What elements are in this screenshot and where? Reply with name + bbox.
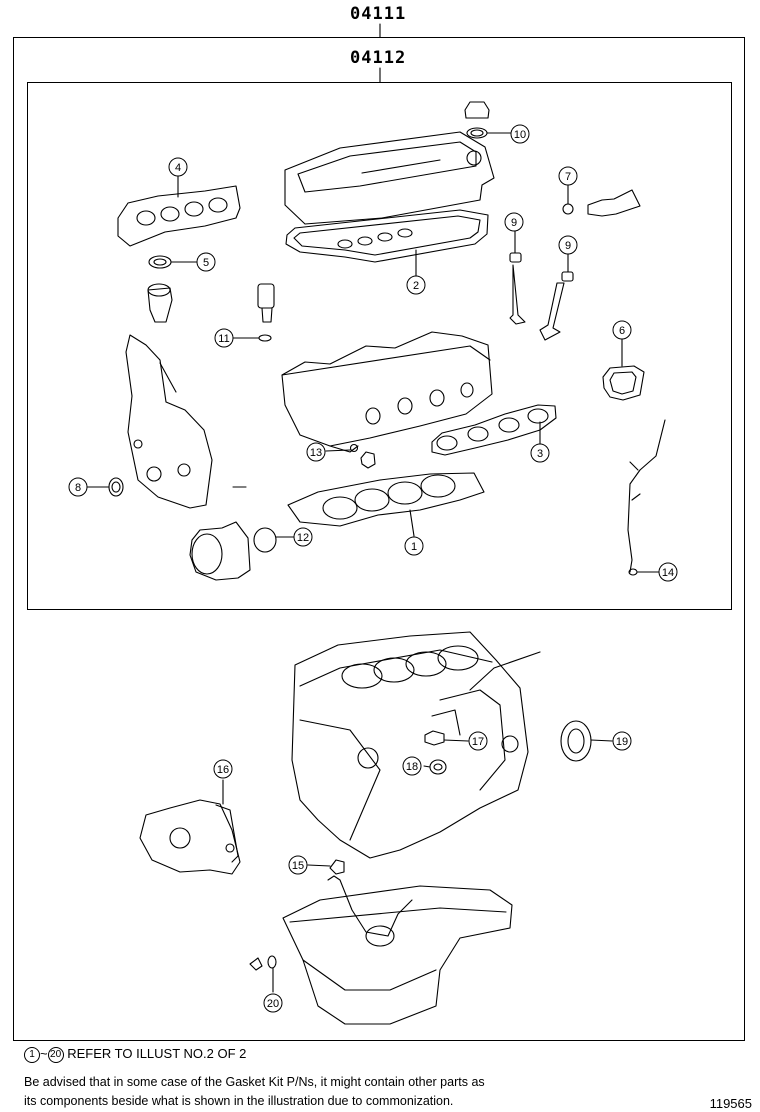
drain-plug-gasket bbox=[249, 955, 277, 993]
timing-chain-cover bbox=[125, 334, 213, 509]
svg-text:5: 5 bbox=[203, 257, 209, 269]
oil-strainer-gasket bbox=[307, 859, 413, 937]
refer-text: REFER TO ILLUST NO.2 OF 2 bbox=[67, 1046, 247, 1061]
oil-pump-assembly bbox=[139, 779, 241, 875]
svg-text:12: 12 bbox=[297, 532, 309, 544]
advisory-note: Be advised that in some case of the Gask… bbox=[24, 1073, 664, 1111]
svg-text:16: 16 bbox=[217, 764, 229, 776]
water-pump bbox=[189, 521, 295, 581]
exhaust-manifold-gasket bbox=[117, 174, 241, 247]
callout-2[interactable]: 2 bbox=[406, 275, 426, 295]
callout-9a[interactable]: 9 bbox=[504, 212, 524, 232]
range-start-badge: 1 bbox=[24, 1046, 40, 1063]
svg-text:11: 11 bbox=[218, 333, 229, 345]
svg-text:9: 9 bbox=[511, 217, 517, 229]
crank-rear-oil-seal bbox=[560, 720, 613, 762]
svg-text:13: 13 bbox=[310, 447, 322, 459]
svg-text:10: 10 bbox=[514, 129, 526, 141]
callout-16[interactable]: 16 bbox=[213, 759, 233, 779]
head-cover-gasket bbox=[285, 209, 489, 277]
svg-text:2: 2 bbox=[413, 280, 419, 292]
svg-text:18: 18 bbox=[406, 761, 418, 773]
oil-filler-cap bbox=[464, 101, 512, 139]
cylinder-block bbox=[291, 631, 541, 859]
callout-19[interactable]: 19 bbox=[612, 731, 632, 751]
plug-and-gasket bbox=[325, 443, 376, 469]
callout-20[interactable]: 20 bbox=[263, 993, 283, 1013]
callout-18[interactable]: 18 bbox=[402, 756, 422, 776]
callout-17[interactable]: 17 bbox=[468, 731, 488, 751]
callout-10[interactable]: 10 bbox=[510, 124, 530, 144]
callout-12[interactable]: 12 bbox=[293, 527, 313, 547]
svg-text:3: 3 bbox=[537, 448, 543, 460]
svg-text:14: 14 bbox=[662, 567, 674, 579]
svg-text:7: 7 bbox=[565, 171, 571, 183]
callout-13[interactable]: 13 bbox=[306, 442, 326, 462]
callout-8[interactable]: 8 bbox=[68, 477, 88, 497]
fuel-injector bbox=[562, 184, 641, 217]
outer-kit-frame bbox=[13, 37, 745, 1041]
callout-14[interactable]: 14 bbox=[658, 562, 678, 582]
crank-front-oil-seal bbox=[86, 477, 124, 497]
svg-text:15: 15 bbox=[292, 860, 304, 872]
oil-seal-and-pipe bbox=[147, 255, 198, 323]
advisory-line-1: Be advised that in some case of the Gask… bbox=[24, 1075, 485, 1089]
oil-level-gauge bbox=[627, 419, 666, 576]
svg-text:17: 17 bbox=[472, 736, 484, 748]
cylinder-head-gasket bbox=[287, 472, 485, 537]
range-end-badge: 20 bbox=[47, 1046, 64, 1063]
block-small-gaskets bbox=[423, 730, 469, 775]
range-tilde: ~ bbox=[40, 1046, 48, 1061]
svg-text:1: 1 bbox=[411, 541, 417, 553]
cylinder-head bbox=[281, 331, 493, 453]
refer-note: 1~20 REFER TO ILLUST NO.2 OF 2 bbox=[24, 1046, 246, 1063]
svg-text:4: 4 bbox=[175, 162, 181, 174]
svg-text:6: 6 bbox=[619, 325, 625, 337]
callout-4[interactable]: 4 bbox=[168, 157, 188, 177]
callout-7[interactable]: 7 bbox=[558, 166, 578, 186]
inner-kit-frame bbox=[27, 82, 732, 610]
svg-text:20: 20 bbox=[267, 998, 279, 1010]
callout-5[interactable]: 5 bbox=[196, 252, 216, 272]
svg-text:19: 19 bbox=[616, 736, 628, 748]
callout-11[interactable]: 11 bbox=[214, 328, 234, 348]
callout-9b[interactable]: 9 bbox=[558, 235, 578, 255]
oil-pan bbox=[282, 885, 513, 1025]
cylinder-head-cover bbox=[284, 131, 495, 225]
water-outlet-gasket bbox=[602, 338, 645, 401]
callout-1[interactable]: 1 bbox=[404, 536, 424, 556]
valve-stem-seals bbox=[509, 228, 574, 341]
svg-text:9: 9 bbox=[565, 240, 571, 252]
sub-kit-code-label: 04112 bbox=[350, 48, 407, 68]
intake-manifold-gasket bbox=[431, 404, 557, 456]
callout-15[interactable]: 15 bbox=[288, 855, 308, 875]
callout-6[interactable]: 6 bbox=[612, 320, 632, 340]
illustration-number: 119565 bbox=[709, 1096, 752, 1111]
callout-3[interactable]: 3 bbox=[530, 443, 550, 463]
svg-text:8: 8 bbox=[75, 482, 81, 494]
advisory-line-2: its components beside what is shown in t… bbox=[24, 1094, 454, 1108]
kit-code-label: 04111 bbox=[350, 4, 407, 24]
oil-pressure-switch bbox=[232, 283, 275, 342]
